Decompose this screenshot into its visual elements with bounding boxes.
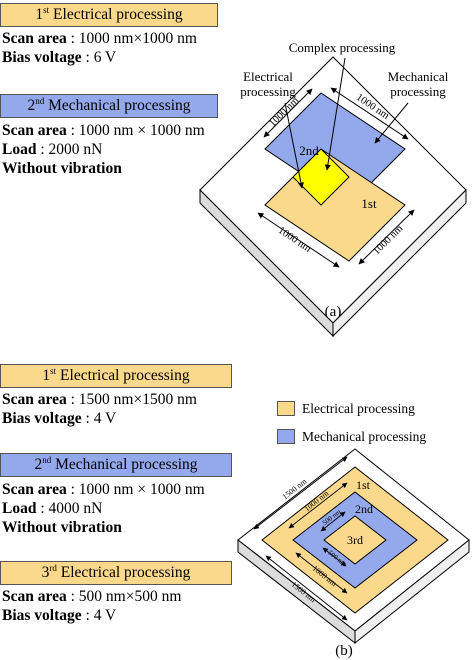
b-step2-extra: Without vibration bbox=[2, 519, 122, 536]
a-mechanical-arrow bbox=[374, 102, 409, 144]
a-step1-scan-area: Scan area : 1000 nm×1000 nm bbox=[2, 30, 197, 47]
b-step2-ordinal: 2 bbox=[34, 456, 43, 473]
b-caption: (b) bbox=[335, 643, 353, 659]
a-step1-ordinal: 1 bbox=[35, 6, 44, 23]
a-step1-title: Electrical processing bbox=[49, 6, 183, 23]
b-step2-banner: 2nd Mechanical processing bbox=[0, 453, 232, 477]
legend-mechanical-swatch bbox=[277, 429, 295, 444]
legend-mechanical-label: Mechanical processing bbox=[302, 429, 427, 444]
b-step3-params: Scan area : 500 nm×500 nm Bias voltage :… bbox=[2, 587, 181, 625]
a-second-label: 2nd bbox=[299, 143, 319, 158]
legend-electrical-swatch bbox=[277, 401, 295, 416]
a-complex-label: Complex processing bbox=[289, 40, 396, 55]
b-step1-params: Scan area : 1500 nm×1500 nm Bias voltage… bbox=[2, 390, 197, 428]
b-step2-params: Scan area : 1000 nm × 1000 nm Load : 400… bbox=[2, 480, 205, 537]
a-caption: (a) bbox=[325, 304, 342, 320]
a-step2-banner: 2nd Mechanical processing bbox=[0, 94, 218, 118]
a-electrical-label-2: processing bbox=[240, 84, 296, 99]
a-step1-params: Scan area : 1000 nm×1000 nm Bias voltage… bbox=[2, 29, 197, 67]
b-dim-mid-top-line bbox=[288, 482, 348, 529]
a-dim-bottom-right-line bbox=[358, 209, 415, 265]
a-step2-ordinal: 2 bbox=[27, 97, 36, 114]
a-electrical-label-1: Electrical bbox=[243, 69, 293, 84]
a-dim-top-left-line bbox=[263, 88, 313, 138]
a-step2-extra: Without vibration bbox=[2, 160, 122, 177]
b-third-label: 3rd bbox=[347, 533, 363, 547]
a-step2-suffix: nd bbox=[35, 96, 45, 106]
b-step3-suffix: rd bbox=[49, 563, 57, 573]
b-step3-banner: 3rd Electrical processing bbox=[0, 561, 232, 585]
b-dim-inner-bottom-line bbox=[322, 547, 347, 567]
b-step1-title: Electrical processing bbox=[56, 367, 190, 384]
b-step1-banner: 1st Electrical processing bbox=[0, 364, 232, 388]
b-step2-title: Mechanical processing bbox=[51, 456, 198, 473]
b-step3-bias: Bias voltage : 4 V bbox=[2, 607, 117, 624]
a-mechanical-label-2: processing bbox=[390, 84, 446, 99]
b-step2-scan-area: Scan area : 1000 nm × 1000 nm bbox=[2, 481, 205, 498]
a-step1-suffix: st bbox=[43, 5, 50, 15]
b-second-label: 2nd bbox=[355, 502, 373, 516]
b-dim-mid-bottom-line bbox=[295, 552, 348, 594]
b-step3-title: Electrical processing bbox=[56, 564, 191, 581]
a-electrical-arrow bbox=[284, 102, 304, 189]
a-step2-load: Load : 2000 nN bbox=[2, 141, 103, 158]
a-complex-arrow bbox=[324, 57, 346, 171]
b-step1-scan-area: Scan area : 1500 nm×1500 nm bbox=[2, 391, 197, 408]
b-step1-suffix: st bbox=[50, 366, 57, 376]
b-step1-bias: Bias voltage : 4 V bbox=[2, 410, 117, 427]
b-step3-ordinal: 3 bbox=[41, 564, 50, 581]
legend-electrical-label: Electrical processing bbox=[302, 401, 415, 416]
b-step2-load: Load : 4000 nN bbox=[2, 500, 103, 517]
b-step3-scan-area: Scan area : 500 nm×500 nm bbox=[2, 588, 182, 605]
a-mechanical-label-1: Mechanical bbox=[388, 69, 449, 84]
a-step1-bias: Bias voltage : 6 V bbox=[2, 49, 117, 66]
a-dim-bottom-left-line bbox=[257, 212, 340, 268]
a-dim-top-right-line bbox=[330, 87, 409, 140]
a-step2-params: Scan area : 1000 nm × 1000 nm Load : 200… bbox=[2, 121, 205, 178]
a-step1-banner: 1st Electrical processing bbox=[0, 3, 218, 27]
b-first-label: 1st bbox=[356, 478, 371, 492]
a-overlap-region bbox=[292, 148, 350, 206]
b-dim-inner-top-line bbox=[320, 511, 346, 532]
a-first-label: 1st bbox=[361, 196, 377, 211]
a-step2-scan-area: Scan area : 1000 nm × 1000 nm bbox=[2, 122, 205, 139]
b-step2-suffix: nd bbox=[42, 455, 52, 465]
a-step2-title: Mechanical processing bbox=[44, 97, 191, 114]
b-step1-ordinal: 1 bbox=[42, 367, 51, 384]
